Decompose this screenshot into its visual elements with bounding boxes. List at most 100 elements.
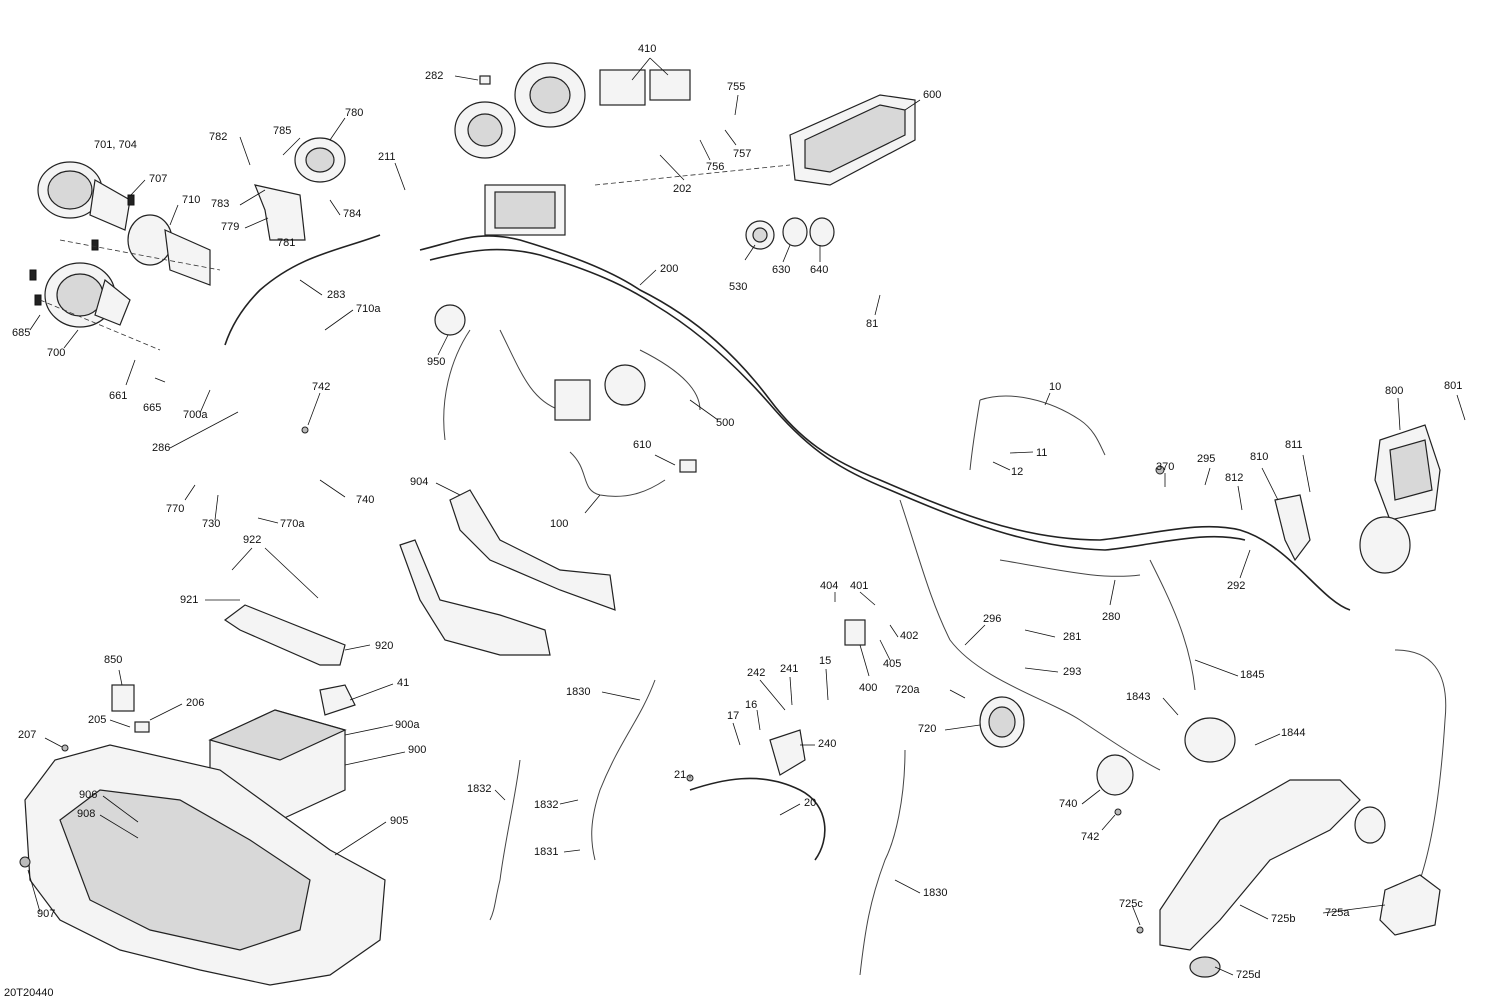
callout-label: 1832 <box>534 799 559 811</box>
callout-label: 700a <box>183 409 208 421</box>
callout-label: 202 <box>673 183 692 195</box>
callout-label: 850 <box>104 654 123 666</box>
callout-label: 410 <box>638 43 657 55</box>
callout-label: 292 <box>1227 580 1246 592</box>
callout-label: 685 <box>12 327 31 339</box>
callout-label: 950 <box>427 356 446 368</box>
callout-label: 293 <box>1063 666 1082 678</box>
callout-label: 707 <box>149 173 168 185</box>
callout-label: 81 <box>866 318 879 330</box>
callout-label: 921 <box>180 594 199 606</box>
callout-label: 922 <box>243 534 262 546</box>
taillight <box>1379 874 1441 936</box>
headlight-assembly <box>37 161 211 328</box>
callout-label: 1830 <box>923 887 948 899</box>
callout-label: 1844 <box>1281 727 1306 739</box>
callout-label: 1832 <box>467 783 492 795</box>
callout-label: 740 <box>356 494 375 506</box>
callout-label: 211 <box>378 151 396 163</box>
callout-label: 241 <box>780 663 799 675</box>
callout-label: 730 <box>202 518 221 530</box>
callout-label: 800 <box>1385 385 1404 397</box>
callout-label: 206 <box>186 697 205 709</box>
callout-label: 811 <box>1285 439 1303 451</box>
callout-label: 207 <box>18 729 37 741</box>
callout-label: 401 <box>850 580 869 592</box>
callout-label: 20 <box>804 797 817 809</box>
upper-components <box>454 62 691 236</box>
callout-label: 240 <box>818 738 837 750</box>
callout-label: 10 <box>1049 381 1062 393</box>
callout-label: 783 <box>211 198 230 210</box>
callout-label: 12 <box>1011 466 1024 478</box>
callout-label: 812 <box>1225 472 1244 484</box>
callout-label: 17 <box>727 710 740 722</box>
callout-label: 400 <box>859 682 878 694</box>
callout-label: 296 <box>983 613 1002 625</box>
callout-label: 21 <box>674 769 687 781</box>
diagram-id: 20T20440 <box>4 987 54 999</box>
horn-bracket <box>254 137 346 241</box>
callout-label: 405 <box>883 658 902 670</box>
callout-label: 283 <box>327 289 346 301</box>
battery-bracket <box>223 604 346 666</box>
gauge-cluster <box>789 94 916 186</box>
callout-label: 200 <box>660 263 679 275</box>
callout-label: 784 <box>343 208 362 220</box>
callout-label: 1831 <box>534 846 559 858</box>
callout-label: 701, 704 <box>94 139 137 151</box>
callout-label: 920 <box>375 640 394 652</box>
callout-label: 1845 <box>1240 669 1265 681</box>
callout-label: 665 <box>143 402 162 414</box>
callout-label: 900a <box>395 719 420 731</box>
callout-label: 205 <box>88 714 107 726</box>
callout-label: 720a <box>895 684 920 696</box>
callout-label: 286 <box>152 442 171 454</box>
callout-label: 16 <box>745 699 758 711</box>
callout-label: 404 <box>820 580 839 592</box>
callout-label: 900 <box>408 744 427 756</box>
callout-label: 710a <box>356 303 381 315</box>
callout-label: 810 <box>1250 451 1269 463</box>
callout-label: 742 <box>1081 831 1100 843</box>
callout-label: 41 <box>397 677 410 689</box>
callout-label: 242 <box>747 667 766 679</box>
callout-label: 500 <box>716 417 735 429</box>
heat-shield-lower <box>399 539 551 656</box>
callout-label: 756 <box>706 161 725 173</box>
callout-label: 908 <box>77 808 96 820</box>
callout-label: 280 <box>1102 611 1121 623</box>
callout-label: 710 <box>182 194 201 206</box>
callout-label: 781 <box>277 237 296 249</box>
callout-label: 11 <box>1036 447 1048 459</box>
callout-label: 720 <box>918 723 937 735</box>
callout-label: 755 <box>727 81 746 93</box>
callout-label: 370 <box>1156 461 1175 473</box>
main-harness-wire <box>419 235 1351 611</box>
callout-label: 904 <box>410 476 429 488</box>
callout-label: 282 <box>425 70 444 82</box>
callout-label: 742 <box>312 381 331 393</box>
callout-label: 740 <box>1059 798 1078 810</box>
callout-label: 295 <box>1197 453 1216 465</box>
callout-label: 779 <box>221 221 240 233</box>
callout-label: 100 <box>550 518 569 530</box>
callout-label: 1843 <box>1126 691 1151 703</box>
callout-label: 725a <box>1325 907 1350 919</box>
callout-label: 640 <box>810 264 829 276</box>
callout-label: 785 <box>273 125 292 137</box>
callout-label: 281 <box>1063 631 1082 643</box>
callout-label: 630 <box>772 264 791 276</box>
callout-label: 725c <box>1119 898 1143 910</box>
callout-label: 15 <box>819 655 832 667</box>
callout-label: 725b <box>1271 913 1296 925</box>
callout-label: 770a <box>280 518 305 530</box>
callout-label: 757 <box>733 148 752 160</box>
callout-label: 770 <box>166 503 185 515</box>
callout-label: 610 <box>633 439 652 451</box>
callout-label: 782 <box>209 131 228 143</box>
callout-label: 905 <box>390 815 409 827</box>
callout-label: 906 <box>79 789 98 801</box>
callout-label: 530 <box>729 281 748 293</box>
